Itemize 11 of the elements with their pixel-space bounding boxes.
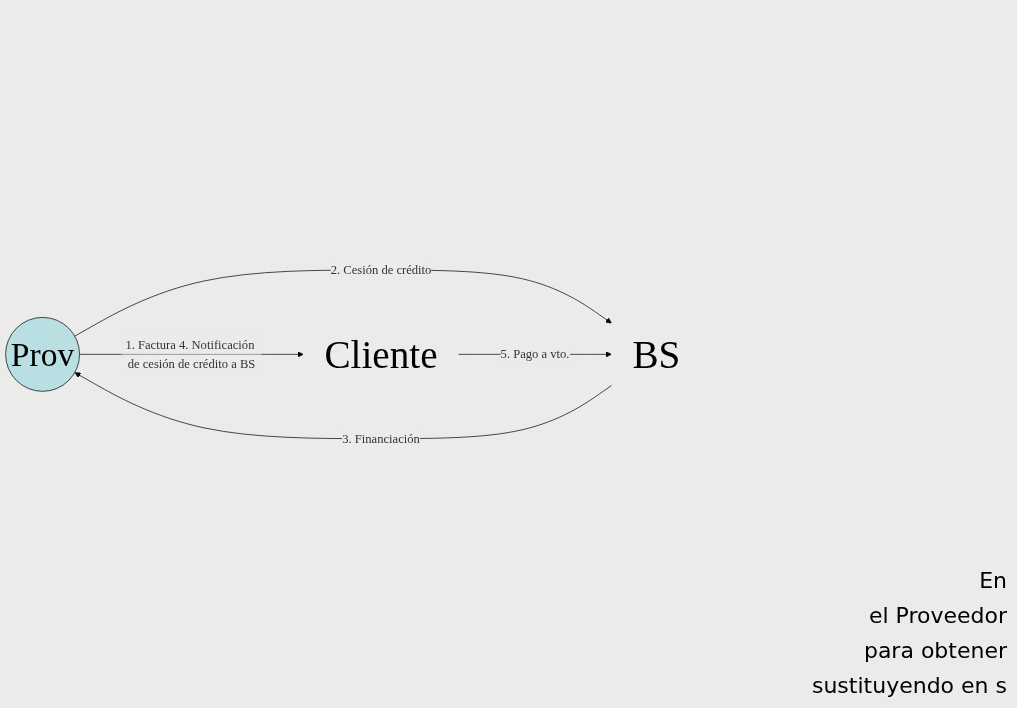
note-text: para obtener — [863, 638, 1007, 663]
node-circle: Prov — [5, 316, 80, 392]
edge-label: 5. Pago a vto. — [500, 346, 570, 361]
node-text: BS — [632, 332, 681, 376]
edge-label: 3. Financiación — [342, 430, 420, 445]
node-text: Cliente — [324, 332, 438, 376]
note-text: el Proveedor — [868, 603, 1007, 628]
edge-label: 1. Factura 4. Notificación de cesión de crédito a BS — [125, 337, 256, 371]
edge-label: 2. Cesión de crédito — [330, 262, 432, 277]
note-text: sustituyendo en s — [811, 673, 1007, 698]
note-text: En — [979, 568, 1007, 593]
